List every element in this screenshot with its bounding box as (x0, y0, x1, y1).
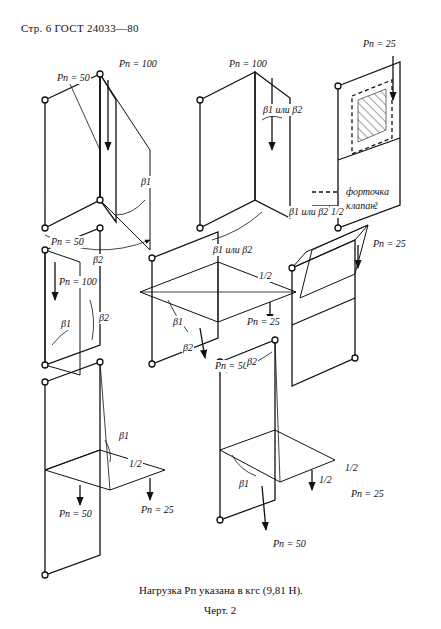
legend-text: клапан (346, 200, 375, 212)
page-header: Стр. 6 ГОСТ 24033—80 (20, 22, 140, 34)
dimension-label: Pп = 100 (58, 276, 98, 288)
dimension-label: Pп = 50 (214, 360, 249, 372)
dimension-label: β2 (246, 356, 258, 368)
fig-side-hung-2 (197, 72, 290, 240)
dimension-label: β1 (238, 478, 250, 490)
dimension-label: β2 (92, 254, 104, 266)
fig-top-hung (289, 225, 368, 386)
fig-tilt-center (140, 232, 296, 367)
dimension-label: Pп = 50 (58, 508, 93, 520)
fig-side-hung (42, 71, 150, 250)
dimension-label: β1 или β2 (212, 244, 253, 256)
dimension-label: β2 (98, 312, 110, 324)
dimension-label: Pп = 25 (140, 504, 175, 516)
dimension-label: β1 или β2 (262, 104, 303, 116)
dimension-label: β1 (118, 430, 130, 442)
dimension-label: β2 (182, 342, 194, 354)
dimension-label: 1/2 (318, 474, 333, 486)
dimension-label: 1/2 (258, 270, 273, 282)
dimension-label: Pп = 25 (372, 238, 407, 250)
fig-bottom-hung (42, 359, 165, 578)
dimension-label: β1 или β2 (288, 206, 329, 218)
dimension-label: β1 (140, 176, 152, 188)
legend-text: форточка (346, 186, 389, 198)
dimension-label: 1/2 (128, 458, 143, 470)
dimension-label: Pп = 25 (362, 38, 397, 50)
dimension-label: β1 (172, 316, 184, 328)
dimension-label: 1/2 (330, 206, 345, 218)
dimension-label: Pп = 25 (246, 316, 281, 328)
load-note: Нагрузка Pп указана в кгс (9,81 Н). (138, 584, 304, 596)
dimension-label: Pп = 50 (272, 538, 307, 550)
dimension-label: Pп = 100 (228, 58, 268, 70)
fig-transom (335, 56, 400, 231)
dimension-label: Pп = 50 (56, 72, 91, 84)
dimension-label: 1/2 (344, 462, 359, 474)
dimension-label: Pп = 25 (350, 488, 385, 500)
dimension-label: β1 (60, 318, 72, 330)
figure-caption: Черт. 2 (203, 604, 237, 616)
fig-inward (42, 225, 103, 375)
dimension-label: Pп = 50 (50, 236, 85, 248)
legend-sample (312, 191, 338, 192)
dimension-label: Pп = 100 (118, 58, 158, 70)
